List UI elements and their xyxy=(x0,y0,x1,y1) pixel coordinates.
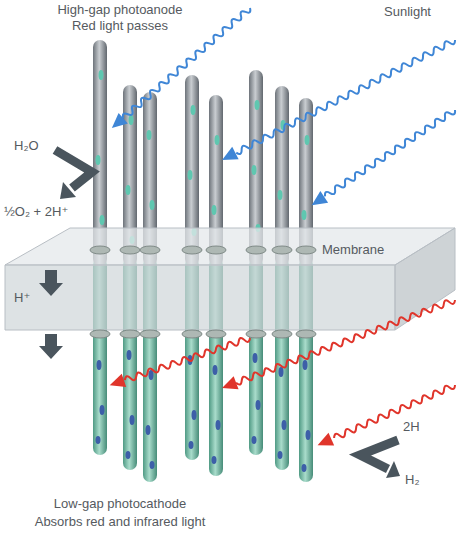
proton-arrow xyxy=(39,270,63,296)
anode-spots xyxy=(96,70,310,244)
node-label: Membrane xyxy=(322,242,384,258)
text-label: Absorbs red and infrared light xyxy=(20,514,220,530)
blue-ray xyxy=(308,104,459,211)
text-label: 2H xyxy=(403,419,420,435)
text-label: H₂ xyxy=(405,472,419,488)
hydrogen-evolution-arrow xyxy=(360,440,400,478)
text-label: High-gap photoanode xyxy=(20,2,220,18)
slab-top xyxy=(5,228,455,265)
slab-front xyxy=(5,265,395,330)
text-label: Low-gap photocathode xyxy=(20,496,220,512)
slab-side xyxy=(395,228,455,330)
sunlight-rays xyxy=(107,3,459,211)
membrane-slab xyxy=(5,228,455,330)
text-label: Red light passes xyxy=(20,18,220,34)
cathode-spots xyxy=(96,350,311,472)
red-light-rays xyxy=(107,293,457,451)
text-label: H₂O xyxy=(14,138,39,154)
proton-arrows xyxy=(39,270,63,359)
wire-collars xyxy=(90,246,316,338)
text-label: ½O₂ + 2H⁺ xyxy=(4,204,68,220)
text-label: Sunlight xyxy=(384,4,431,20)
text-label: H⁺ xyxy=(14,290,30,306)
red-ray xyxy=(220,293,458,394)
proton-arrow xyxy=(39,334,63,359)
membrane-band: Membrane xyxy=(5,228,455,330)
blue-ray xyxy=(219,34,458,166)
water-oxidation-arrow xyxy=(55,150,92,199)
